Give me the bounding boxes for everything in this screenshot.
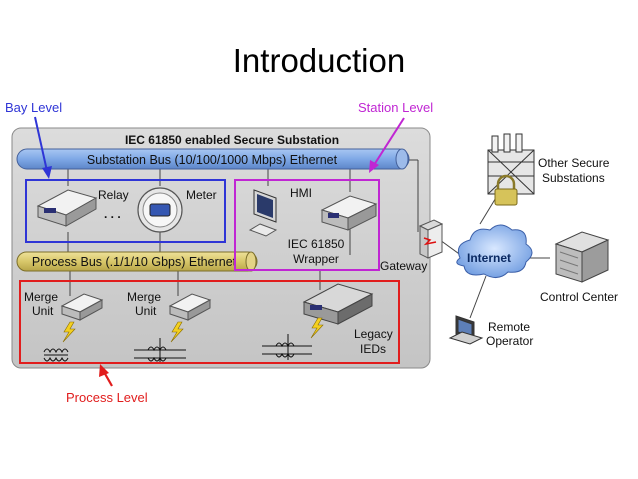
hmi-label: HMI — [290, 186, 312, 200]
process-bus: Process Bus (.1/1/10 Gbps) Ethernet — [16, 251, 258, 272]
relay-label: Relay — [98, 188, 129, 202]
legacy-ied-icon — [302, 283, 374, 325]
station-level-label: Station Level — [358, 100, 433, 115]
process-bus-label: Process Bus (.1/1/10 Gbps) Ethernet — [32, 255, 237, 269]
remote-operator-label-1: Remote — [488, 320, 530, 334]
internet-cloud-icon — [456, 224, 533, 278]
panel-title: IEC 61850 enabled Secure Substation — [125, 133, 339, 147]
merge-unit-1-label-1: Merge — [24, 290, 58, 304]
laptop-icon — [448, 315, 484, 345]
legacy-ieds-label-2: IEDs — [360, 342, 386, 356]
internet-label: Internet — [467, 251, 511, 265]
lightning-icon — [62, 321, 76, 343]
process-level-label: Process Level — [66, 390, 148, 405]
process-level-arrow — [99, 364, 113, 387]
transformer-icon — [262, 334, 312, 360]
station-level-arrow — [369, 117, 405, 173]
hmi-computer-icon — [248, 189, 278, 237]
bay-level-box — [25, 179, 226, 243]
meter-label: Meter — [186, 188, 217, 202]
merge-unit-icon — [168, 293, 212, 321]
merge-unit-2-label-2: Unit — [135, 304, 157, 318]
bay-level-arrow — [34, 116, 52, 179]
merge-unit-icon — [60, 293, 104, 321]
substation-bus-label: Substation Bus (10/100/1000 Mbps) Ethern… — [87, 153, 338, 167]
wrapper-label-2: Wrapper — [293, 252, 339, 266]
substation-tower-icon — [487, 133, 535, 195]
lightning-icon — [170, 321, 184, 343]
other-substations-label-2: Substations — [542, 171, 605, 185]
control-center-building-icon — [554, 231, 610, 283]
bay-level-label: Bay Level — [5, 100, 62, 115]
wrapper-device-icon — [320, 195, 378, 231]
page-title: Introduction — [233, 42, 405, 79]
firewall-icon — [418, 219, 444, 259]
gateway-label: Gateway — [380, 259, 427, 273]
merge-unit-1-label-2: Unit — [32, 304, 54, 318]
merge-unit-2-label-1: Merge — [127, 290, 161, 304]
process-level-box — [19, 280, 400, 364]
station-level-box — [234, 179, 380, 271]
bay-ellipsis: . . . — [104, 207, 121, 221]
wrapper-label-1: IEC 61850 — [288, 237, 345, 251]
lightning-icon — [310, 317, 324, 339]
substation-bus: Substation Bus (10/100/1000 Mbps) Ethern… — [16, 148, 410, 170]
lock-icon — [494, 174, 518, 206]
meter-icon — [137, 187, 183, 233]
transformer-icon — [134, 338, 186, 362]
transformer-icon — [43, 348, 69, 362]
control-center-label: Control Center — [540, 290, 618, 304]
relay-device-icon — [36, 189, 98, 227]
legacy-ieds-label-1: Legacy — [354, 327, 393, 341]
other-substations-label-1: Other Secure — [538, 156, 610, 170]
remote-operator-label-2: Operator — [486, 334, 533, 348]
